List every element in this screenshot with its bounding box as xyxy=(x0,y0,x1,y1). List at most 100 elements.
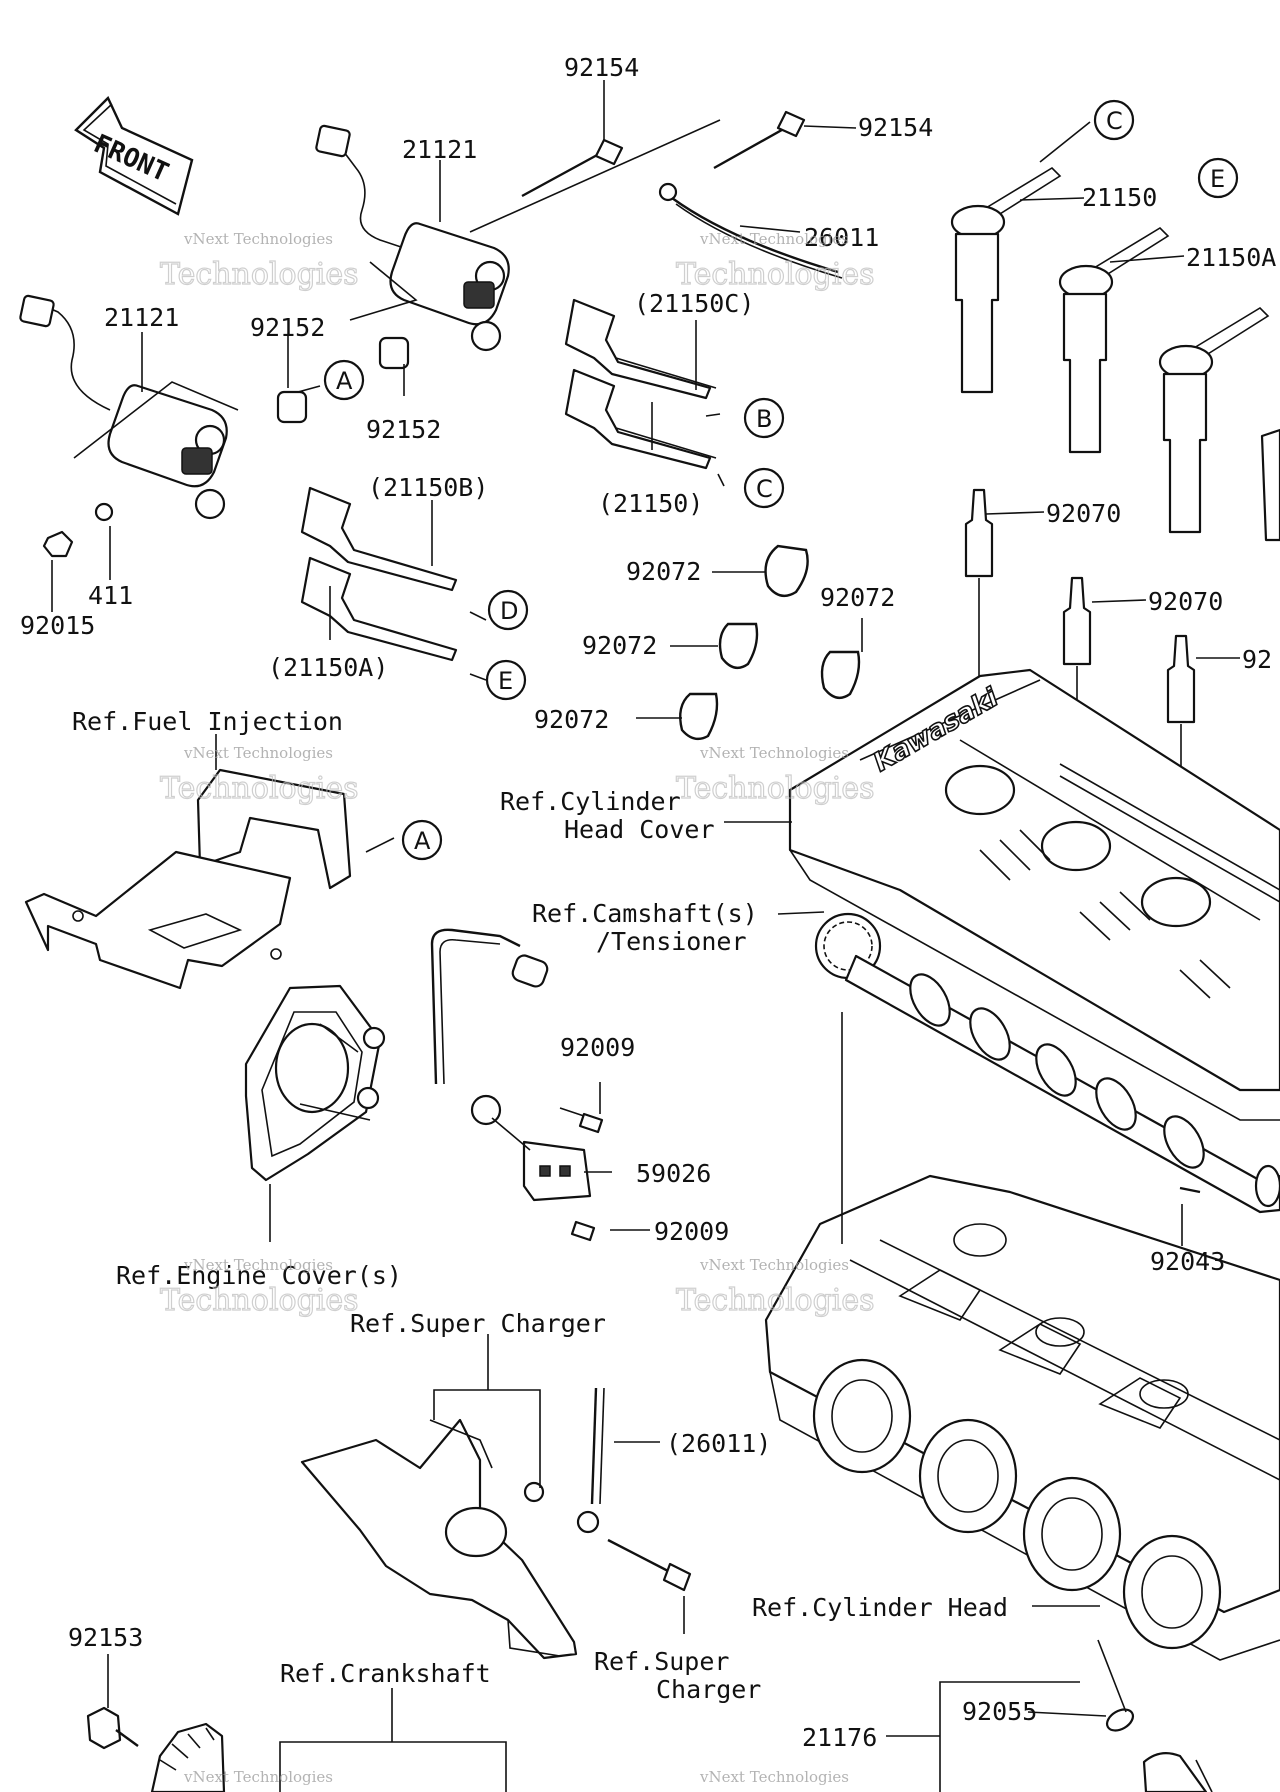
watermark: vNext Technologies Technologies xyxy=(675,1256,875,1319)
watermark-line1: vNext Technologies xyxy=(699,230,849,248)
plug-lead-21150a xyxy=(300,556,458,662)
label-ref-camshaft: Ref.Camshaft(s) xyxy=(532,899,758,928)
callout-c1: C xyxy=(1093,99,1135,141)
label-head-cover: Head Cover xyxy=(564,815,715,844)
washer-411 xyxy=(94,502,114,522)
label-92152-left: 92152 xyxy=(250,313,325,342)
watermark-line1: vNext Technologies xyxy=(183,1768,333,1786)
label-ref-super: Ref.Super xyxy=(594,1647,729,1676)
callout-c6: D xyxy=(487,589,529,631)
watermark: vNext Technologies Technologies xyxy=(159,1256,359,1319)
clamp-92072-b xyxy=(718,622,759,670)
callout-letter: A xyxy=(414,827,431,855)
watermark-line1: vNext Technologies xyxy=(183,1256,333,1274)
plug-lead-21150b xyxy=(300,486,458,592)
bolt-92009-a xyxy=(559,1107,604,1134)
label-92152-right: 92152 xyxy=(366,415,441,444)
fuel-injection-bracket xyxy=(24,768,352,990)
label-92043: 92043 xyxy=(1150,1247,1225,1276)
label-92015: 92015 xyxy=(20,611,95,640)
label-26011-lower: (26011) xyxy=(666,1429,771,1458)
watermark-line2: Technologies xyxy=(676,1283,875,1318)
callout-letter: D xyxy=(500,597,518,625)
watermarks: vNext Technologies Technologies vNext Te… xyxy=(159,230,875,1786)
clamp-92072-d xyxy=(679,692,719,741)
callout-c2: E xyxy=(1197,157,1239,199)
label-21150b: (21150B) xyxy=(368,473,488,502)
part-labels: 92154 92154 21121 21121 26011 (21150C) 9… xyxy=(20,53,1276,1752)
label-21121-lower: 21121 xyxy=(104,303,179,332)
label-59026: 59026 xyxy=(636,1159,711,1188)
callout-c7: E xyxy=(485,659,527,701)
front-arrow-icon: FRONT xyxy=(74,95,194,216)
watermark-line1: vNext Technologies xyxy=(699,1768,849,1786)
cylinder-head xyxy=(764,1174,1280,1661)
label-92070-a: 92070 xyxy=(1046,499,1121,528)
callout-c8: A xyxy=(401,819,443,861)
engine-cover xyxy=(244,984,386,1182)
earth-lead-26011-lower xyxy=(576,1387,605,1534)
label-21150a: (21150A) xyxy=(268,653,388,682)
sensor-59026 xyxy=(430,928,592,1202)
watermark-line2: Technologies xyxy=(676,257,875,292)
label-21121-upper: 21121 xyxy=(402,135,477,164)
label-21176: 21176 xyxy=(802,1723,877,1752)
watermark-line1: vNext Technologies xyxy=(699,1256,849,1274)
label-92009-top: 92009 xyxy=(560,1033,635,1062)
watermark-line1: vNext Technologies xyxy=(699,744,849,762)
bolt-92153 xyxy=(86,1706,139,1750)
oil-pipe-21176 xyxy=(1142,1751,1213,1792)
label-92070-c: 92 xyxy=(1242,645,1272,674)
callout-letter: E xyxy=(1210,165,1225,193)
label-tensioner: /Tensioner xyxy=(596,927,747,956)
ignition-coil-lower xyxy=(19,294,239,520)
label-411: 411 xyxy=(88,581,133,610)
watermark: vNext Technologies Technologies xyxy=(159,230,359,293)
plug-cap-3 xyxy=(1158,306,1270,534)
label-21150c: (21150C) xyxy=(634,289,754,318)
watermark: vNext Technologies Technologies xyxy=(159,744,359,807)
watermark-line1: vNext Technologies xyxy=(183,744,333,762)
label-ref-super-charger: Ref.Super Charger xyxy=(350,1309,606,1338)
leader-lines xyxy=(51,80,1240,1792)
washer-supercharger xyxy=(523,1481,545,1503)
callout-letter: E xyxy=(498,667,513,695)
label-92072-d: 92072 xyxy=(534,705,609,734)
label-21150: (21150) xyxy=(598,489,703,518)
bolt-supercharger xyxy=(607,1538,692,1592)
collar-92152-b xyxy=(276,390,308,424)
plug-cap-2 xyxy=(1058,226,1170,454)
label-charger: Charger xyxy=(656,1675,761,1704)
watermark-line2: Technologies xyxy=(160,771,359,806)
bolt-92154-b xyxy=(713,110,806,170)
label-26011: 26011 xyxy=(804,223,879,252)
supercharger-housing xyxy=(300,1418,578,1660)
label-ref-cylinder-head: Ref.Cylinder Head xyxy=(752,1593,1008,1622)
label-ref-crankshaft: Ref.Crankshaft xyxy=(280,1659,491,1688)
callout-letter: B xyxy=(756,405,772,433)
earth-lead-26011 xyxy=(658,182,843,279)
callout-c3: A xyxy=(323,359,365,401)
callout-c5: C xyxy=(743,467,785,509)
watermark-line2: Technologies xyxy=(160,1283,359,1318)
collar-92152-a xyxy=(378,336,410,370)
camshaft xyxy=(814,912,1280,1214)
watermark-line1: vNext Technologies xyxy=(183,230,333,248)
plug-lead-21150c xyxy=(564,298,717,400)
callout-letter: C xyxy=(1106,107,1123,135)
bolt-92009-b xyxy=(570,1220,596,1242)
watermark: vNext Technologies xyxy=(699,1768,849,1786)
watermark-line2: Technologies xyxy=(160,257,359,292)
label-92072-c: 92072 xyxy=(582,631,657,660)
watermark: vNext Technologies Technologies xyxy=(675,744,875,807)
pin-92043 xyxy=(1179,1186,1201,1194)
ignition-coil-upper xyxy=(315,119,721,352)
label-21150-right: 21150 xyxy=(1082,183,1157,212)
label-ref-engine-cover: Ref.Engine Cover(s) xyxy=(116,1261,402,1290)
plug-lead-21150 xyxy=(564,368,717,470)
crankshaft-timing-rotor xyxy=(150,1722,226,1792)
watermark: vNext Technologies Technologies xyxy=(675,230,875,293)
label-92154-right: 92154 xyxy=(858,113,933,142)
label-92072-b: 92072 xyxy=(820,583,895,612)
callout-c4: B xyxy=(743,397,785,439)
